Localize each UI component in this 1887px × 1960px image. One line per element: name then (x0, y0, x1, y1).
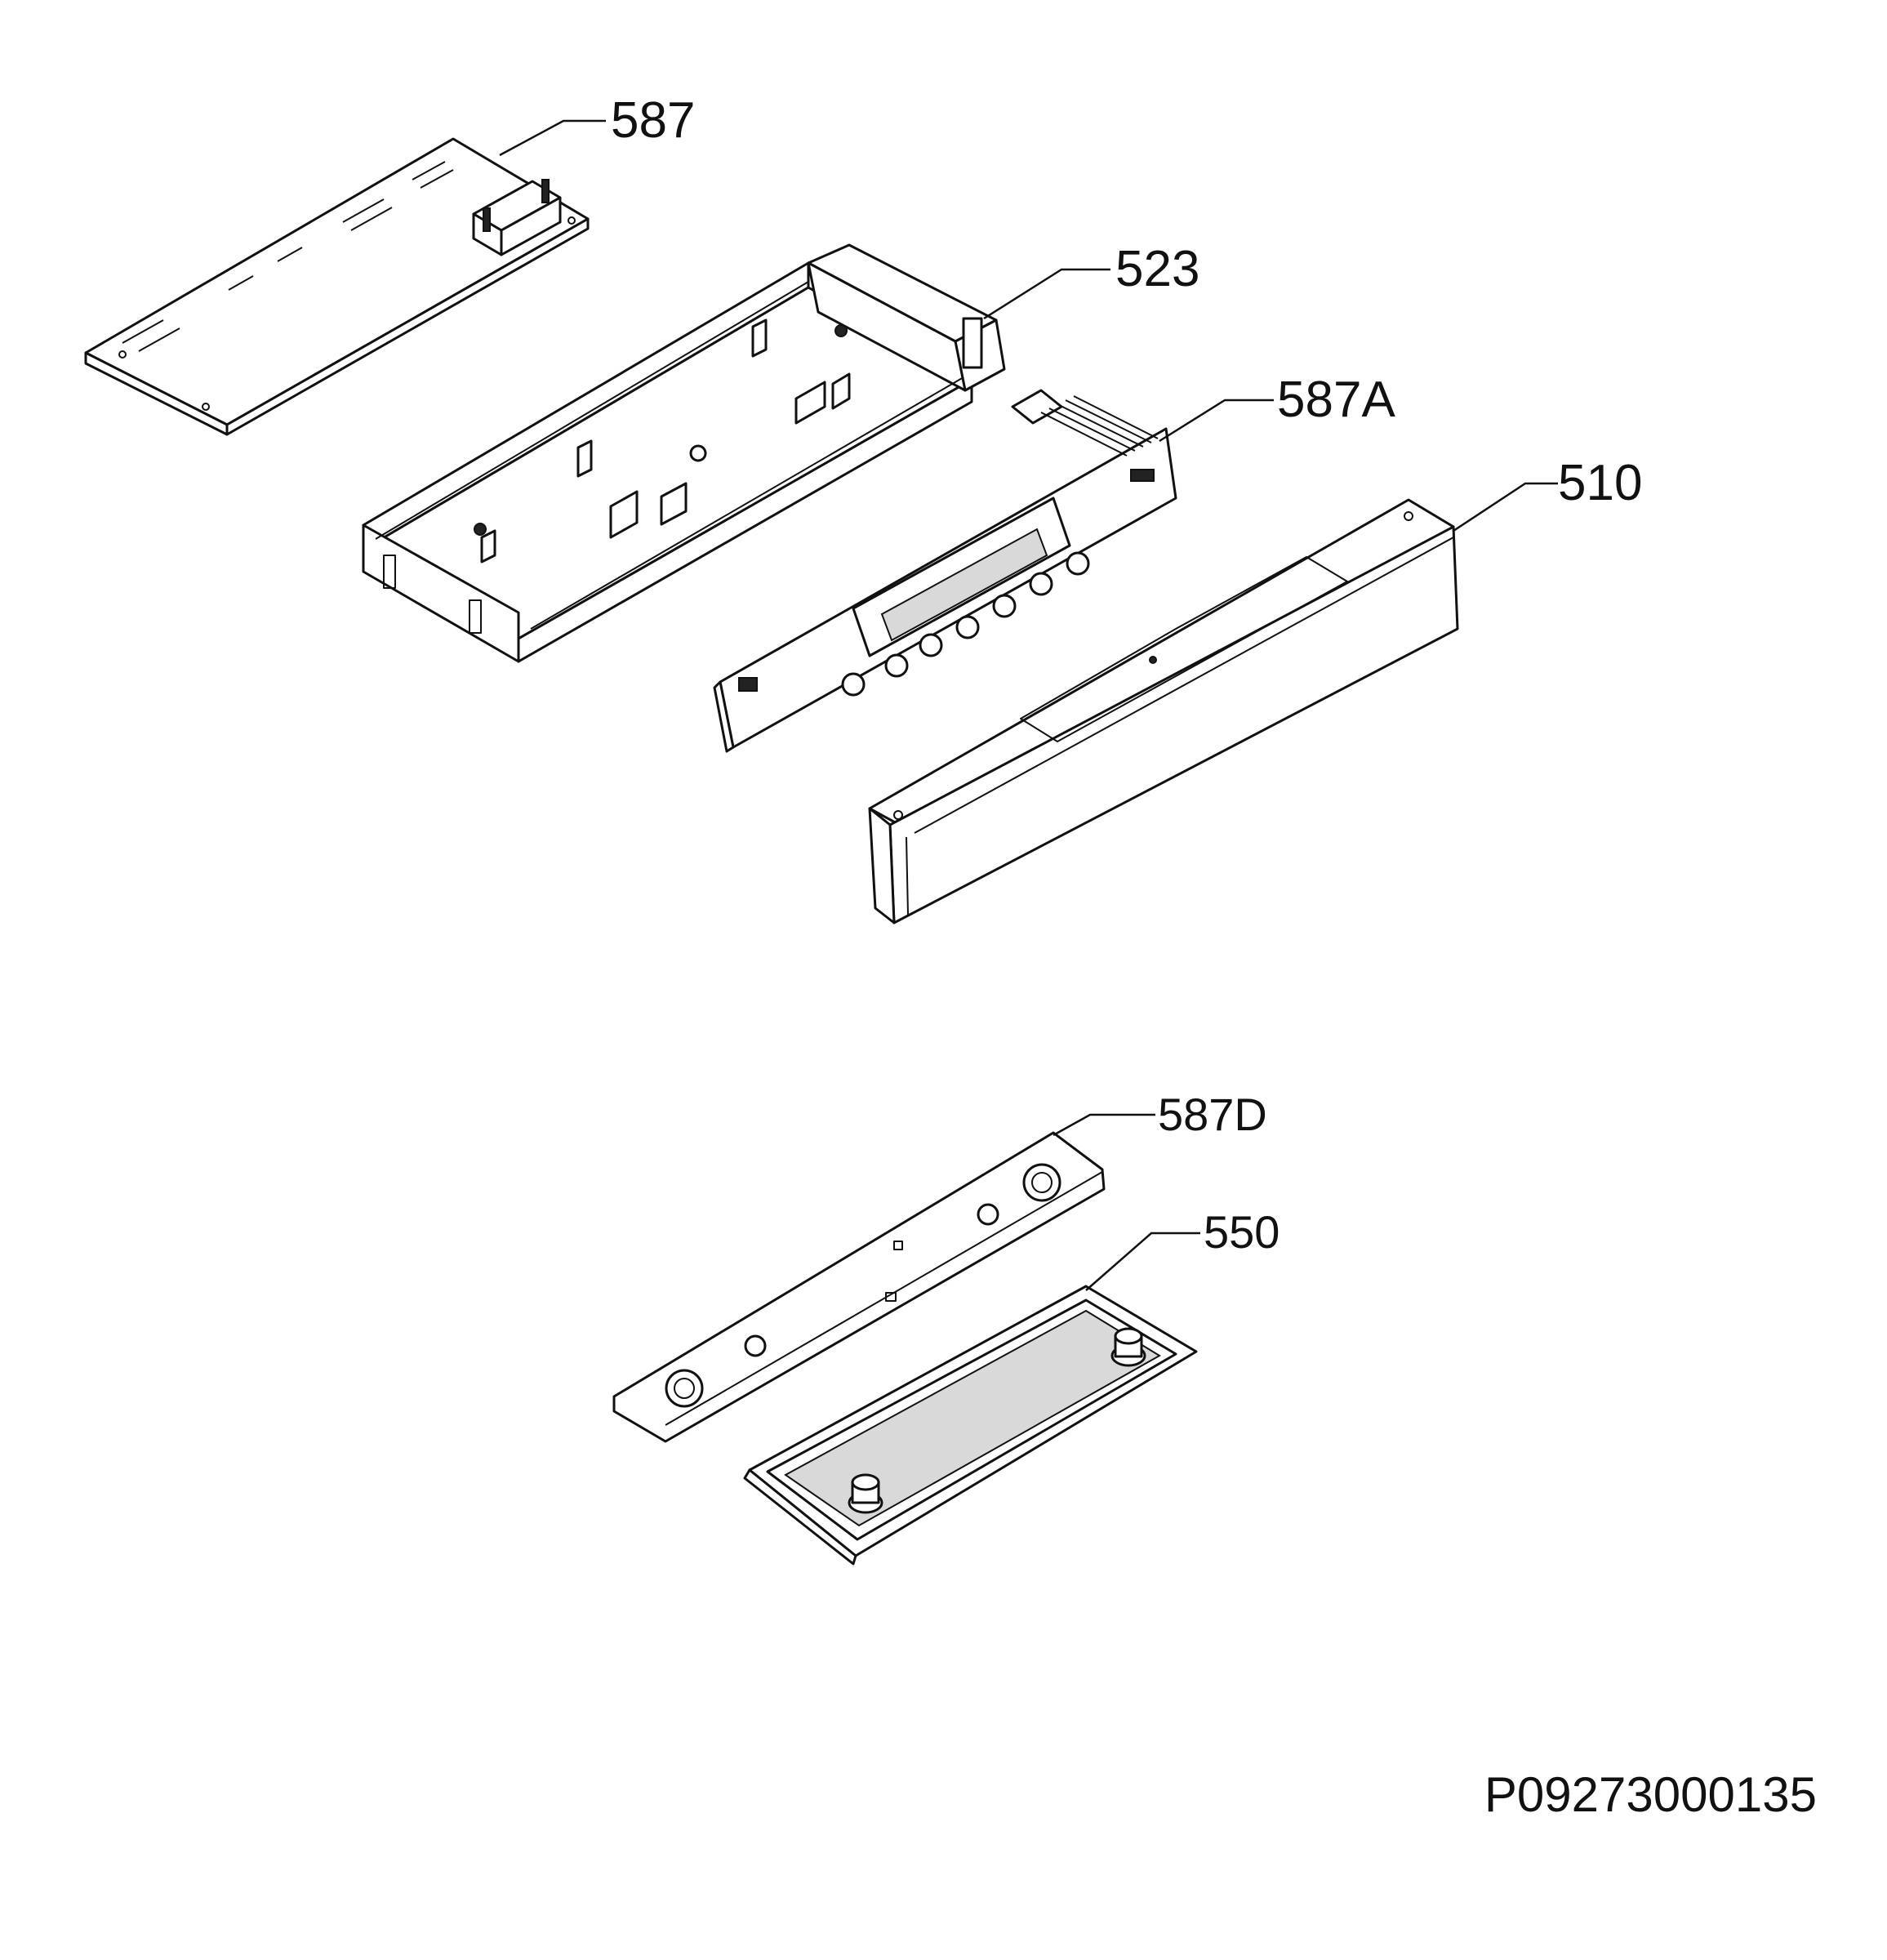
leader-587 (499, 119, 606, 157)
part-587A-control-board (713, 389, 1177, 753)
leader-587A (1159, 399, 1274, 443)
part-587D-gasket (612, 1131, 1106, 1443)
label-523: 523 (1115, 241, 1199, 297)
label-550: 550 (1204, 1206, 1280, 1258)
label-510: 510 (1558, 455, 1642, 511)
part-550-frame (743, 1285, 1198, 1566)
button-row (841, 551, 1090, 697)
label-587A: 587A (1277, 372, 1395, 428)
part-587-circuit-board (84, 137, 590, 436)
leader-523 (983, 268, 1110, 320)
leader-510 (1453, 482, 1558, 532)
drawing-code: P09273000135 (1484, 1767, 1817, 1822)
label-587: 587 (611, 92, 695, 149)
label-587D: 587D (1158, 1089, 1267, 1140)
leader-550 (1085, 1232, 1200, 1291)
part-510-front-trim (868, 498, 1459, 924)
leader-587D (1053, 1113, 1155, 1137)
part-523-housing (362, 243, 1006, 663)
